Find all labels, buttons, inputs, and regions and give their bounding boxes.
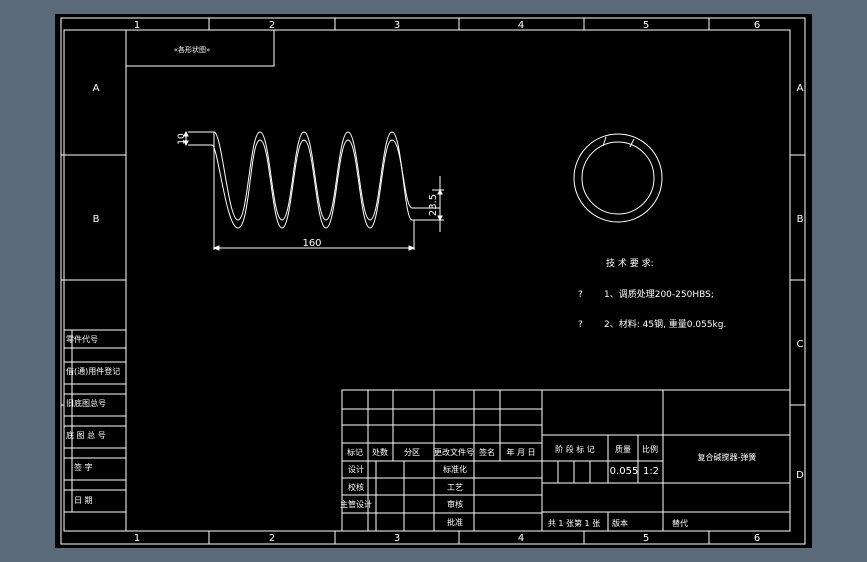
row-letter-right-b: B: [797, 214, 804, 225]
border-column-ticks: [208, 18, 710, 544]
tech-req-bullet-1: ?: [578, 290, 583, 300]
tb-stage-header: 阶 段 标 记: [555, 444, 595, 454]
col-number-bottom-6: 6: [754, 533, 760, 544]
tb-header-change-doc: 更改文件号: [434, 447, 474, 457]
tech-requirements-title: 技 术 要 求:: [606, 257, 654, 269]
dimension-free-length-label: 160: [302, 238, 321, 249]
left-label-part-code: 零件代号: [66, 334, 98, 344]
row-letter-right-c: C: [797, 339, 804, 350]
row-letter-right-d: D: [796, 470, 804, 481]
left-label-drawing-no: 底 图 总 号: [66, 430, 106, 440]
left-label-signature: 签 字: [74, 462, 93, 472]
col-number-bottom-2: 2: [269, 533, 275, 544]
tb-header-mark: 标记: [347, 447, 363, 457]
tb-header-count: 处数: [372, 447, 388, 457]
spring-front-view: [188, 131, 440, 250]
tb-label-standardization: 标准化: [443, 464, 467, 474]
col-number-top-5: 5: [643, 20, 649, 31]
row-letter-right-a: A: [797, 83, 804, 94]
dimension-pitch-label: 23.5: [428, 194, 439, 216]
stamp-label: «各形状图»: [174, 45, 211, 54]
col-number-top-2: 2: [269, 20, 275, 31]
outer-frame: [60, 17, 806, 545]
dimension-free-length: [212, 245, 416, 251]
spring-coil-inner: [188, 139, 440, 229]
tech-req-text-2: 2、材料: 45钢, 重量0.055kg.: [604, 318, 726, 330]
dimension-pitch: [432, 176, 444, 232]
tb-sheet-info: 共 1 张第 1 张: [548, 518, 600, 528]
col-number-bottom-4: 4: [518, 533, 524, 544]
tb-weight-value: 0.055: [610, 466, 639, 477]
tb-label-check: 校核: [348, 482, 364, 492]
title-block-grid: [341, 389, 791, 532]
tb-label-design: 设计: [348, 464, 364, 474]
tb-scale-header: 比例: [642, 444, 658, 454]
col-number-top-1: 1: [134, 20, 140, 31]
spring-end-view: [573, 133, 663, 223]
col-number-bottom-3: 3: [394, 533, 400, 544]
left-label-date: 日 期: [74, 496, 93, 505]
spring-coil-outer: [188, 131, 440, 221]
tb-header-sign: 签名: [479, 447, 495, 457]
row-letter-left-a: A: [93, 83, 100, 94]
tb-scale-value: 1:2: [643, 466, 659, 477]
col-number-top-6: 6: [754, 20, 760, 31]
tb-label-process: 工艺: [447, 483, 463, 492]
row-letter-left-b: B: [93, 214, 100, 225]
col-number-bottom-1: 1: [134, 533, 140, 544]
tb-label-review: 审核: [447, 499, 463, 509]
col-number-top-3: 3: [394, 20, 400, 31]
tb-header-date: 年 月 日: [506, 447, 535, 457]
tb-header-zone: 分区: [404, 448, 420, 457]
border-row-ticks: [61, 154, 805, 406]
col-number-bottom-5: 5: [643, 533, 649, 544]
tb-weight-header: 质量: [615, 444, 631, 454]
dimension-thickness-label: 10: [177, 133, 187, 145]
dimension-thickness: [183, 130, 189, 147]
col-number-top-4: 4: [518, 20, 524, 31]
stamp-box: [125, 29, 275, 67]
tb-drawing-name: 复合碱搅器-弹簧: [698, 452, 757, 462]
left-label-old-drawing-no: 旧底图总号: [66, 398, 106, 408]
tb-label-chief-design: 主管设计: [340, 499, 372, 509]
left-label-borrowed-register: 借(通)用件登记: [66, 366, 120, 376]
tb-label-approve: 批准: [447, 517, 463, 527]
tech-req-bullet-2: ?: [578, 320, 583, 330]
tb-version-label: 版本: [612, 518, 628, 528]
tech-req-text-1: 1、调质处理200-250HBS;: [604, 288, 714, 300]
left-panel-grid: [64, 329, 126, 513]
tb-replace-label: 替代: [672, 518, 688, 528]
